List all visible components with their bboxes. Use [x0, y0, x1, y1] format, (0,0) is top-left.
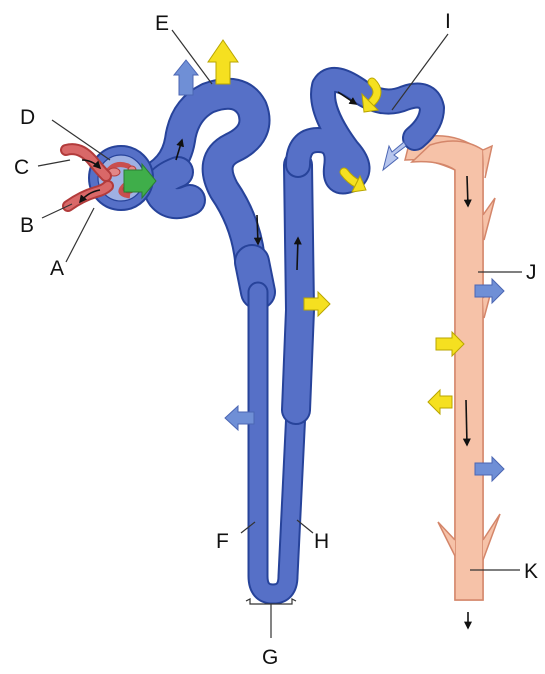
label-d: D — [20, 106, 35, 129]
label-b: B — [20, 214, 34, 237]
label-g: G — [262, 646, 278, 669]
proximal-convoluted-tubule — [145, 94, 255, 260]
label-h: H — [314, 530, 329, 553]
label-i: I — [445, 10, 451, 33]
collecting-duct — [405, 136, 500, 600]
label-c: C — [14, 156, 29, 179]
label-a: A — [50, 257, 64, 280]
label-f: F — [216, 530, 229, 553]
label-j: J — [526, 261, 537, 284]
label-e: E — [155, 12, 169, 35]
distal-convoluted-tubule — [298, 80, 432, 182]
label-k: K — [524, 560, 538, 583]
